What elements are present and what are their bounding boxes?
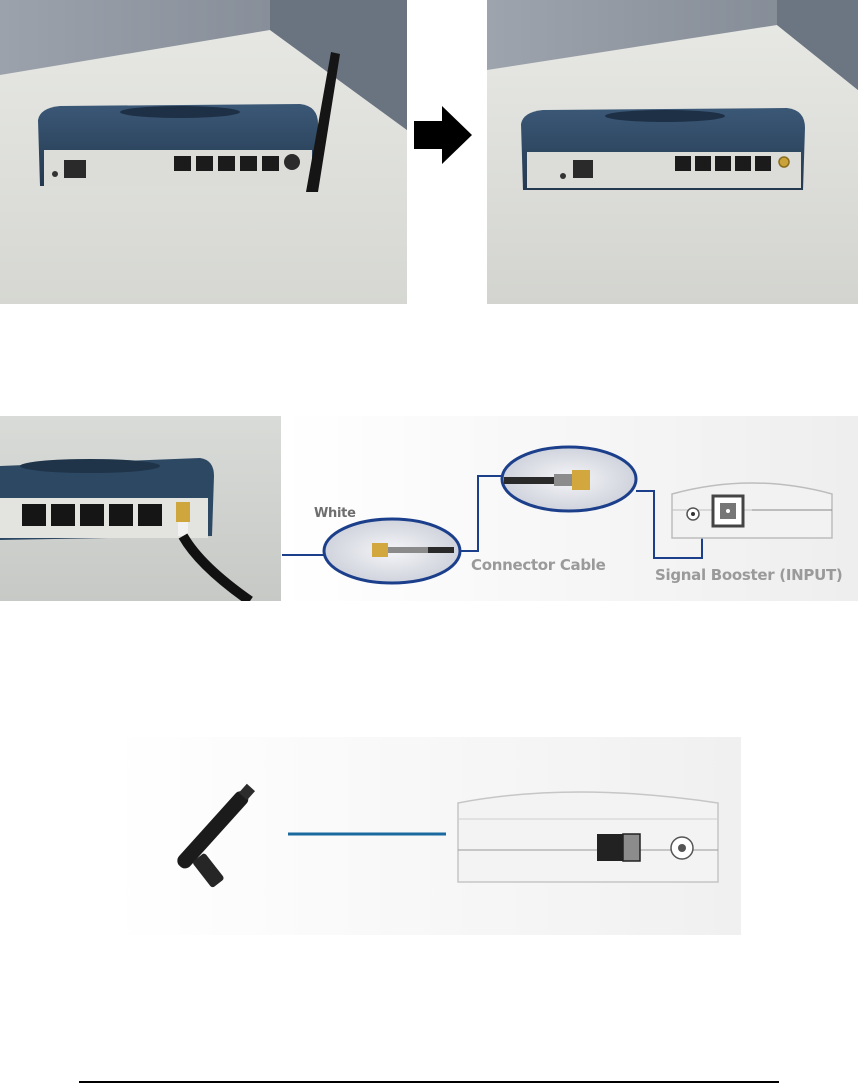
bottom-divider [79,1081,779,1083]
router-without-antenna-photo [487,0,858,304]
white-connector-label: White [314,506,356,521]
router-sma-closeup-photo [0,416,281,601]
antenna-icon [155,756,290,891]
signal-booster-label: Signal Booster (INPUT) [655,566,842,584]
router-with-antenna-photo [0,0,407,304]
connector-cable-label: Connector Cable [471,556,606,574]
right-arrow-icon [414,106,472,164]
